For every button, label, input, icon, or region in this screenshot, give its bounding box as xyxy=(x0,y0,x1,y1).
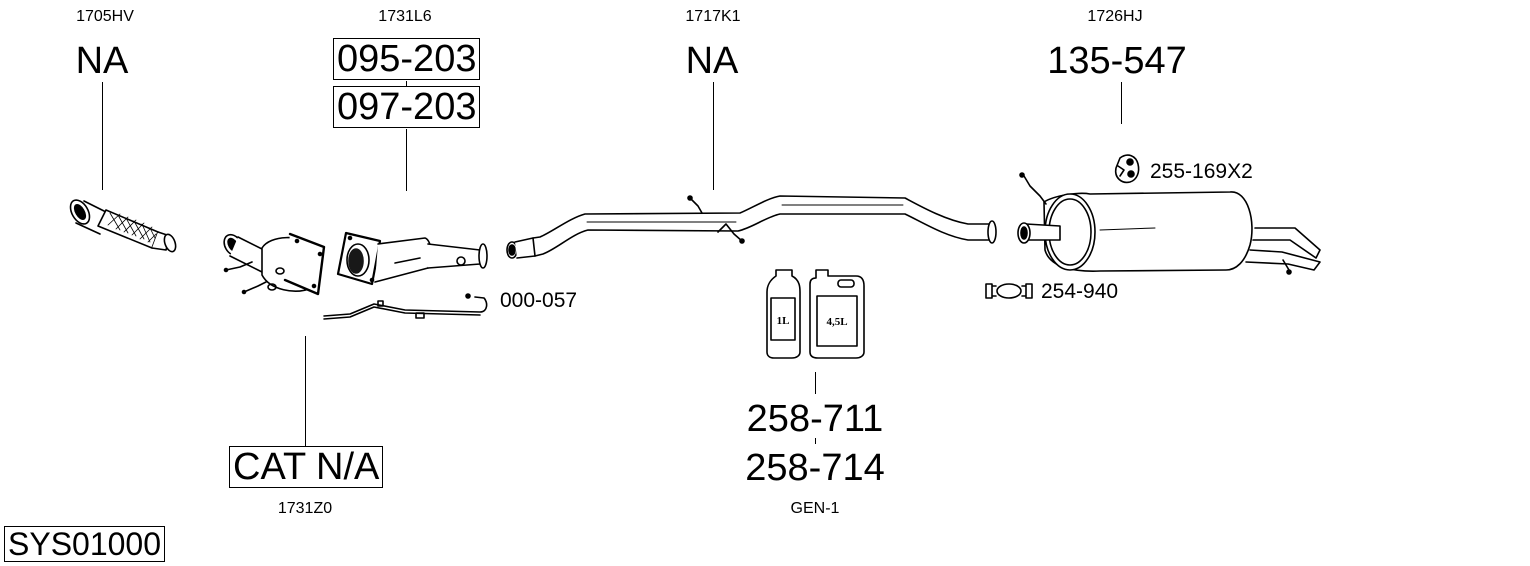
connector-line xyxy=(406,81,407,87)
part-number-cat-na[interactable]: CAT N/A xyxy=(229,446,384,488)
part-number-sensor-pipe[interactable]: 000-057 xyxy=(500,289,578,312)
ref-1731z0: 1731Z0 xyxy=(277,500,333,517)
part-number-fluid-1[interactable]: 258-711 xyxy=(746,398,884,440)
ref-1731l6: 1731L6 xyxy=(378,8,432,25)
ref-1726hj: 1726HJ xyxy=(1087,8,1143,25)
rubber-mount-icon xyxy=(1116,155,1139,182)
clamp-icon xyxy=(986,284,1032,298)
bottle-4-5l-icon xyxy=(810,270,864,358)
bottle-4-5l-label: 4,5L xyxy=(826,316,847,328)
ref-1717k1: 1717K1 xyxy=(685,8,741,25)
leader-line xyxy=(305,336,306,446)
part-number-fluid-2[interactable]: 258-714 xyxy=(745,447,885,489)
leader-line xyxy=(713,82,714,190)
ref-1705hv: 1705HV xyxy=(76,8,134,25)
flex-pipe-drawing[interactable] xyxy=(67,197,178,253)
catalyst-drawing[interactable] xyxy=(338,233,487,284)
front-catalyst-drawing[interactable] xyxy=(221,231,324,294)
ref-gen-1: GEN-1 xyxy=(790,500,840,517)
part-number-rear-silencer[interactable]: 135-547 xyxy=(1047,40,1187,82)
part-number-catalyst-1[interactable]: 095-203 xyxy=(333,38,481,80)
bottle-1l-icon xyxy=(767,270,800,358)
leader-line xyxy=(102,82,103,190)
sensor-pipe-drawing[interactable] xyxy=(324,294,487,319)
part-number-catalyst-2[interactable]: 097-203 xyxy=(333,86,481,128)
connector-line xyxy=(815,438,816,444)
system-code: SYS01000 xyxy=(4,526,166,562)
part-number-clamp[interactable]: 254-940 xyxy=(1041,280,1119,303)
part-number-middle-pipe[interactable]: NA xyxy=(685,40,739,82)
part-number-flex-pipe[interactable]: NA xyxy=(75,40,129,82)
leader-line xyxy=(1121,82,1122,124)
middle-pipe-drawing[interactable] xyxy=(507,196,996,258)
leader-line xyxy=(406,129,407,191)
part-number-rubber-mount[interactable]: 255-169X2 xyxy=(1150,160,1253,183)
leader-line xyxy=(815,372,816,394)
rear-silencer-drawing[interactable] xyxy=(1018,173,1320,274)
bottle-1l-label: 1L xyxy=(777,315,790,327)
